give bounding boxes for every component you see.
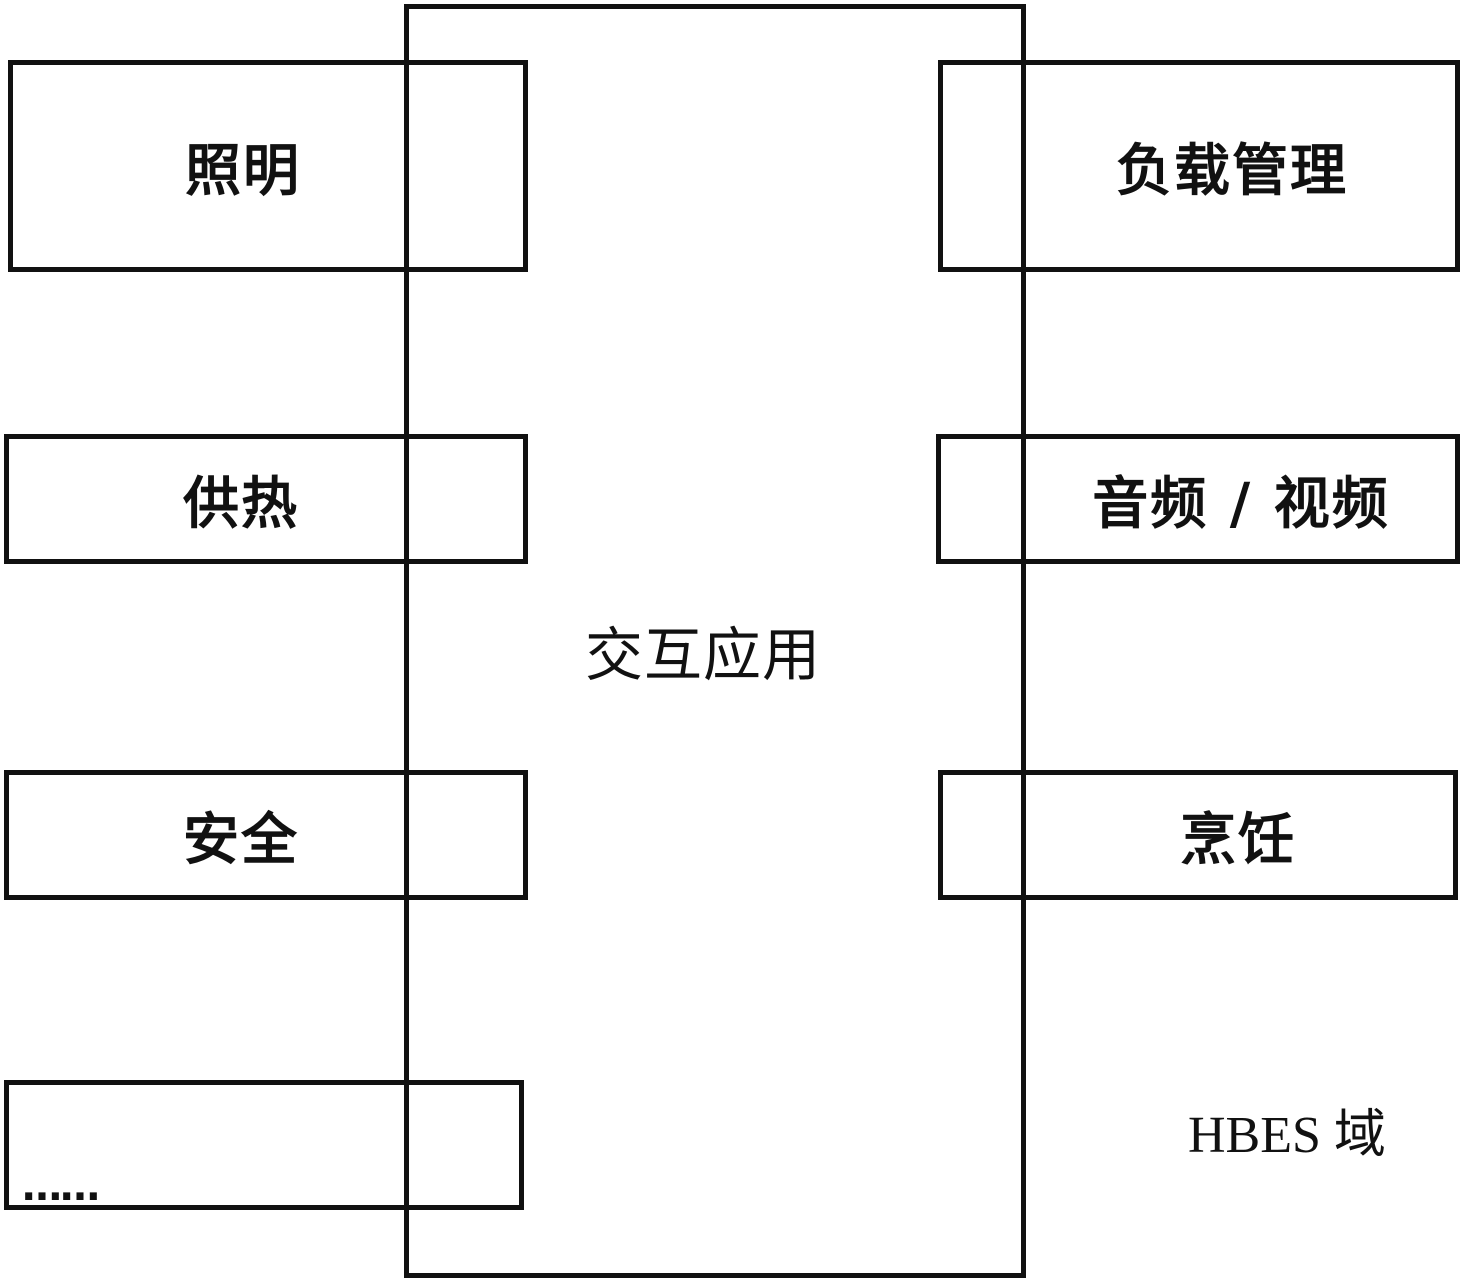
load-management-label: 负载管理 xyxy=(1116,137,1348,204)
heating-box: 供热 xyxy=(4,434,528,564)
security-label: 安全 xyxy=(183,806,299,873)
security-box: 安全 xyxy=(4,770,528,900)
load-management-box: 负载管理 xyxy=(938,60,1460,272)
more-box xyxy=(4,1080,524,1210)
audio-video-label: 音频 / 视频 xyxy=(1092,470,1390,537)
hbes-domain-label: HBES 域 xyxy=(1188,1107,1386,1164)
interactive-applications-label: 交互应用 xyxy=(585,621,822,689)
cooking-label: 烹饪 xyxy=(1180,806,1296,873)
interactive-applications-box xyxy=(404,4,1026,1278)
heating-label: 供热 xyxy=(183,470,299,537)
cooking-box: 烹饪 xyxy=(938,770,1458,900)
audio-video-box: 音频 / 视频 xyxy=(936,434,1460,564)
more-ellipsis-label: …… xyxy=(22,1164,100,1210)
lighting-label: 照明 xyxy=(185,137,301,204)
lighting-box: 照明 xyxy=(8,60,528,272)
